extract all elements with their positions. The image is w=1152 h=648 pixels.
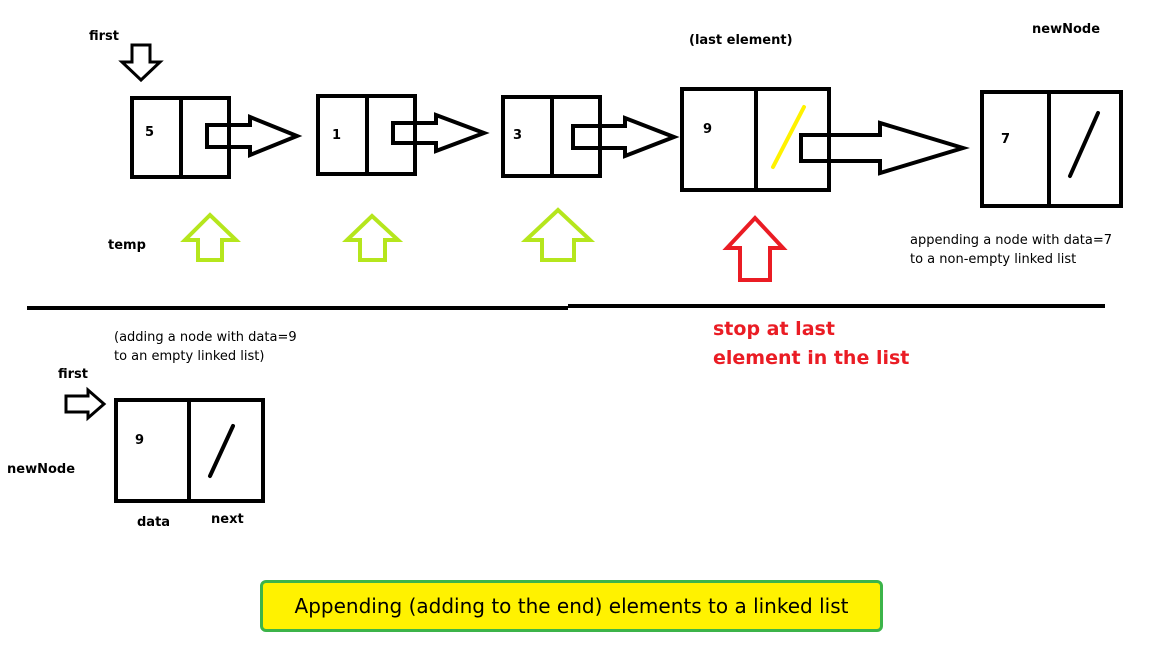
node-9-last xyxy=(680,87,831,192)
caption-text: Appending (adding to the end) elements t… xyxy=(294,594,849,618)
link-arrow-3 xyxy=(571,115,680,159)
new-node-7 xyxy=(980,90,1123,208)
new-node-label: newNode xyxy=(1032,22,1101,37)
temp-arrow-1 xyxy=(180,212,241,262)
first-label: first xyxy=(89,29,119,44)
caption-banner: Appending (adding to the end) elements t… xyxy=(260,580,883,632)
data-field-label: data xyxy=(137,515,171,530)
temp-arrow-2 xyxy=(342,213,404,262)
first-pointer-arrow xyxy=(118,43,164,83)
node-3 xyxy=(501,95,602,178)
first-label-bottom: first xyxy=(58,367,88,382)
next-field-label: next xyxy=(211,512,244,527)
null-slash xyxy=(208,424,235,478)
temp-label: temp xyxy=(108,238,146,253)
node-value-7: 7 xyxy=(1001,132,1011,147)
append-note-line-2: to a non-empty linked list xyxy=(910,252,1077,267)
single-node-9 xyxy=(114,398,265,503)
node-value-1: 1 xyxy=(332,128,342,143)
node-value-9: 9 xyxy=(703,122,713,137)
stop-note-line-2: element in the list xyxy=(713,347,910,369)
new-node-label-bottom: newNode xyxy=(7,462,76,477)
link-arrow-1 xyxy=(205,114,303,158)
stop-note: stop at last element in the list xyxy=(713,315,909,373)
empty-note-line-2: to an empty linked list) xyxy=(114,349,265,364)
stop-note-line-1: stop at last xyxy=(713,318,835,340)
node-value-3: 3 xyxy=(513,128,523,143)
node-value-5: 5 xyxy=(145,125,155,140)
link-arrow-to-new-node xyxy=(799,120,970,176)
node-5 xyxy=(130,96,231,179)
append-note: appending a node with data=7 to a non-em… xyxy=(910,231,1112,269)
empty-list-note: (adding a node with data=9 to an empty l… xyxy=(114,328,297,366)
temp-arrow-3 xyxy=(520,207,596,262)
node-1 xyxy=(316,94,417,176)
append-note-line-1: appending a node with data=7 xyxy=(910,233,1113,248)
first-pointer-arrow-bottom xyxy=(64,386,107,422)
null-slash-yellow xyxy=(771,105,806,169)
stop-arrow xyxy=(722,215,788,282)
single-node-value: 9 xyxy=(135,433,145,448)
null-slash xyxy=(1068,111,1100,178)
link-arrow-2 xyxy=(391,112,490,154)
last-element-label: (last element) xyxy=(689,33,793,48)
empty-note-line-1: (adding a node with data=9 xyxy=(114,330,297,345)
